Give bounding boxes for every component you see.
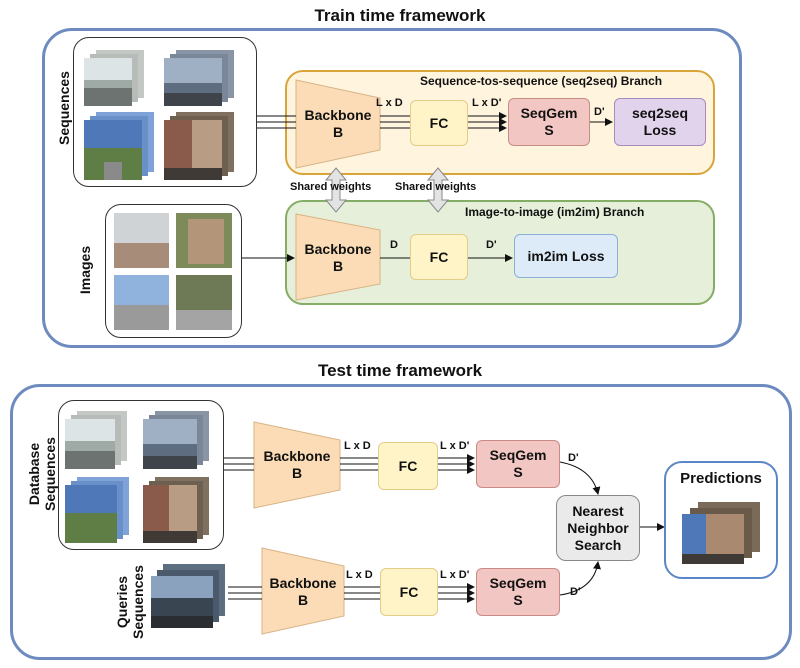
seq2seq-loss-line2: Loss <box>643 122 677 138</box>
test-db-backbone-line2: B <box>291 465 303 481</box>
test-db-fc-seqgem-arrows <box>438 454 475 474</box>
queries-label-line2: Sequences <box>130 565 146 639</box>
train-seq-dp-label: D' <box>594 106 605 118</box>
queries-label-line1: Queries <box>114 575 130 629</box>
database-sequences-label: Database Sequences <box>26 424 58 524</box>
database-label-line2: Sequences <box>42 437 58 511</box>
db-thumb-3 <box>65 477 129 543</box>
train-seq-backbone-label: Backbone B <box>296 107 380 141</box>
test-q-fc-seqgem-arrows <box>438 583 475 603</box>
seq-thumb-2 <box>164 50 234 106</box>
seq-thumb-1 <box>84 50 144 106</box>
train-img-d-label: D <box>390 239 398 251</box>
test-query-thumbnails <box>151 564 225 628</box>
test-q-backbone-label: Backbone B <box>262 575 344 609</box>
test-db-lxdp-label: L x D' <box>440 440 470 452</box>
test-q-backbone-line1: Backbone <box>269 575 337 591</box>
test-db-input-lines <box>224 457 254 471</box>
test-q-backbone-line2: B <box>297 592 309 608</box>
db-thumb-2 <box>143 411 209 469</box>
db-thumb-1 <box>65 411 127 469</box>
train-title: Train time framework <box>314 6 486 25</box>
test-q-seqgem-line1: SeqGem <box>489 575 547 591</box>
train-img-backbone-shape <box>295 213 381 301</box>
train-seq-lxdp-label: L x D' <box>472 97 502 109</box>
nns-line1: Nearest <box>572 502 624 519</box>
img-thumb-1 <box>114 213 169 268</box>
train-seq-backbone-shape <box>295 79 381 169</box>
test-q-seqgem-box: SeqGem S <box>476 568 560 616</box>
train-image-thumbnails <box>114 213 232 330</box>
im2im-branch-title: Image-to-image (im2im) Branch <box>465 205 645 219</box>
prediction-thumbnails <box>682 502 760 564</box>
test-q-seqgem-nns-arrow <box>559 561 601 596</box>
test-q-lxd-label: L x D <box>346 569 373 581</box>
nearest-neighbor-search-box: Nearest Neighbor Search <box>556 495 640 561</box>
seq2seq-branch-title: Sequence-tos-sequence (seq2seq) Branch <box>420 74 663 88</box>
train-img-backbone-line2: B <box>332 258 344 274</box>
shared-weights-arrow-2 <box>426 167 450 213</box>
test-db-backbone-label: Backbone B <box>254 448 340 482</box>
train-seq-input-lines <box>257 115 296 129</box>
test-q-dp-label: D' <box>570 586 581 598</box>
train-seq-backbone-line2: B <box>332 124 344 140</box>
seq-thumb-3 <box>84 112 154 180</box>
im2im-loss-box: im2im Loss <box>514 234 618 278</box>
train-seqgem-box: SeqGem S <box>508 98 590 146</box>
img-thumb-3 <box>114 275 169 330</box>
train-seqgem-line1: SeqGem <box>520 105 578 121</box>
train-sequence-thumbnails <box>84 50 234 180</box>
test-db-lxd-label: L x D <box>344 440 371 452</box>
test-q-lxdp-label: L x D' <box>440 569 470 581</box>
seq2seq-loss-box: seq2seq Loss <box>614 98 706 146</box>
predictions-title: Predictions <box>680 470 762 487</box>
test-frame <box>10 384 792 660</box>
test-database-panel <box>58 400 224 550</box>
train-img-backbone-line1: Backbone <box>304 241 372 257</box>
train-seq-fc-seqgem-arrows <box>468 112 507 132</box>
test-db-seqgem-line2: S <box>513 464 523 480</box>
db-thumb-4 <box>143 477 209 543</box>
test-db-seqgem-nns-arrow <box>559 461 601 495</box>
train-frame <box>42 28 742 348</box>
test-db-fc-box: FC <box>378 442 438 490</box>
test-q-backbone-shape <box>261 547 345 635</box>
img-thumb-4 <box>176 275 232 330</box>
test-db-seqgem-line1: SeqGem <box>489 447 547 463</box>
test-db-backbone-line1: Backbone <box>263 448 331 464</box>
train-img-backbone-label: Backbone B <box>296 241 380 275</box>
test-db-dp-label: D' <box>568 452 579 464</box>
train-seq-lxd-label: L x D <box>376 97 403 109</box>
test-q-backbone-fc-lines <box>344 586 380 600</box>
test-db-backbone-shape <box>253 421 341 509</box>
seq-thumb-4 <box>164 112 234 180</box>
seq2seq-loss-line1: seq2seq <box>631 105 689 121</box>
train-images-panel <box>105 204 242 338</box>
test-q-input-lines <box>228 586 262 600</box>
train-sequences-panel <box>73 37 257 187</box>
queries-sequences-label: Queries Sequences <box>114 552 146 652</box>
train-img-dp-label: D' <box>486 239 497 251</box>
test-db-backbone-fc-lines <box>340 457 378 471</box>
img-thumb-2 <box>176 213 232 268</box>
train-seq-fc-box: FC <box>410 100 468 146</box>
train-seq-backbone-fc-lines <box>380 115 410 129</box>
test-queries-panel <box>145 562 229 634</box>
nns-line3: Search <box>574 536 622 553</box>
test-title: Test time framework <box>317 361 483 380</box>
test-db-seqgem-box: SeqGem S <box>476 440 560 488</box>
train-img-fc-box: FC <box>410 234 468 280</box>
shared-weights-arrow-1 <box>324 167 348 213</box>
shared-weights-label-1: Shared weights <box>290 181 372 193</box>
train-seq-backbone-line1: Backbone <box>304 107 372 123</box>
test-q-seqgem-line2: S <box>513 592 523 608</box>
test-database-thumbnails <box>65 411 209 543</box>
nns-line2: Neighbor <box>567 519 629 536</box>
test-q-fc-box: FC <box>380 568 438 616</box>
shared-weights-label-2: Shared weights <box>395 181 477 193</box>
train-seqgem-line2: S <box>544 122 554 138</box>
database-label-line1: Database <box>26 442 42 506</box>
